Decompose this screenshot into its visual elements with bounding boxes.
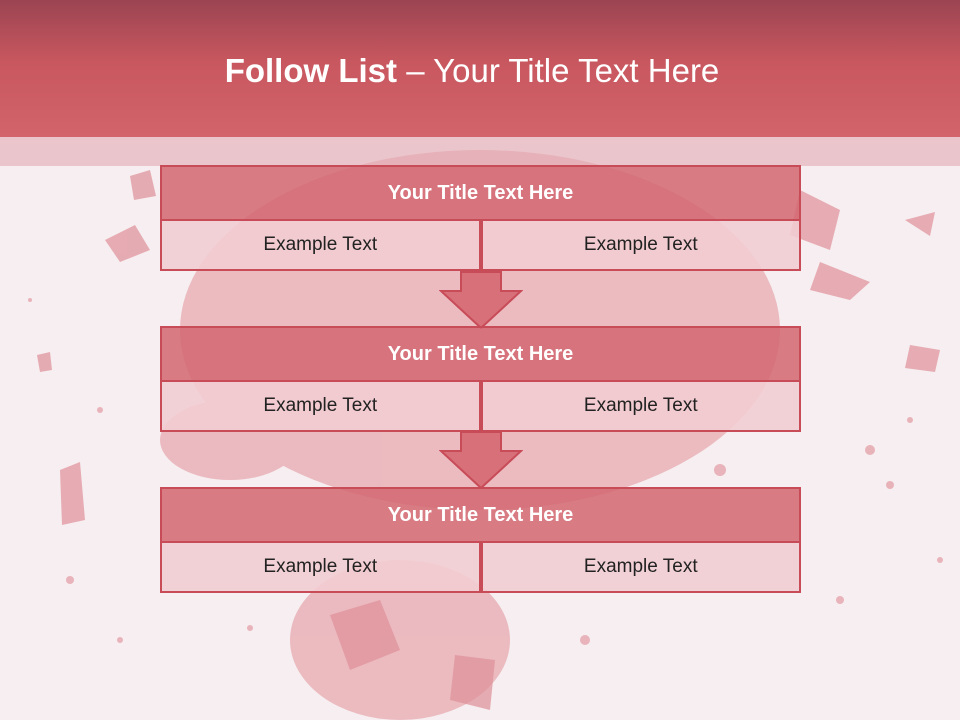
block-title: Your Title Text Here xyxy=(160,326,801,382)
arrow-down-icon xyxy=(439,271,523,329)
block-title: Your Title Text Here xyxy=(160,487,801,543)
block-cell-left: Example Text xyxy=(160,221,481,271)
header-bar xyxy=(0,0,960,137)
block-row: Example Text Example Text xyxy=(160,221,801,271)
follow-block-2: Your Title Text Here Example Text Exampl… xyxy=(160,326,801,432)
block-row: Example Text Example Text xyxy=(160,543,801,593)
follow-block-3: Your Title Text Here Example Text Exampl… xyxy=(160,487,801,593)
block-cell-right: Example Text xyxy=(480,221,801,271)
slide-title-bold: Follow List xyxy=(224,52,398,89)
block-cell-left: Example Text xyxy=(160,543,481,593)
block-cell-left: Example Text xyxy=(160,382,481,432)
block-cell-right: Example Text xyxy=(480,543,801,593)
arrow-down-icon xyxy=(439,431,523,489)
follow-block-1: Your Title Text Here Example Text Exampl… xyxy=(160,165,801,271)
block-cell-right: Example Text xyxy=(480,382,801,432)
header-band xyxy=(0,137,960,166)
block-title: Your Title Text Here xyxy=(160,165,801,221)
slide-title: Follow List – Your Title Text Here xyxy=(0,52,944,90)
block-row: Example Text Example Text xyxy=(160,382,801,432)
slide-title-rest: – Your Title Text Here xyxy=(397,52,720,89)
